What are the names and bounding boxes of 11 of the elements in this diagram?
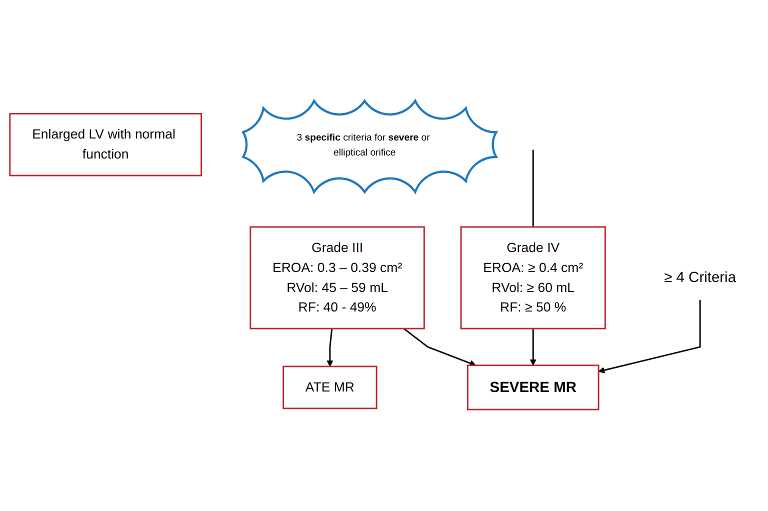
- arrow: [530, 328, 536, 366]
- arrow: [403, 328, 476, 367]
- arrow: [326, 328, 334, 368]
- node-box: Grade IV EROA: ≥ 0.4 cm² RVol: ≥ 60 mL RF: ≥ 50 %: [460, 226, 606, 330]
- connector: [532, 150, 534, 228]
- arrow: [598, 300, 701, 374]
- node-text: ≥ 4 Criteria: [664, 270, 736, 286]
- node-box: Enlarged LV with normal function: [9, 113, 202, 177]
- node-box: ATE MR: [282, 366, 378, 410]
- node-box: SEVERE MR: [466, 364, 600, 411]
- node-box: Grade III EROA: 0.3 – 0.39 cm² RVol: 45 – 59 mL RF: 40 - 49%: [250, 226, 425, 330]
